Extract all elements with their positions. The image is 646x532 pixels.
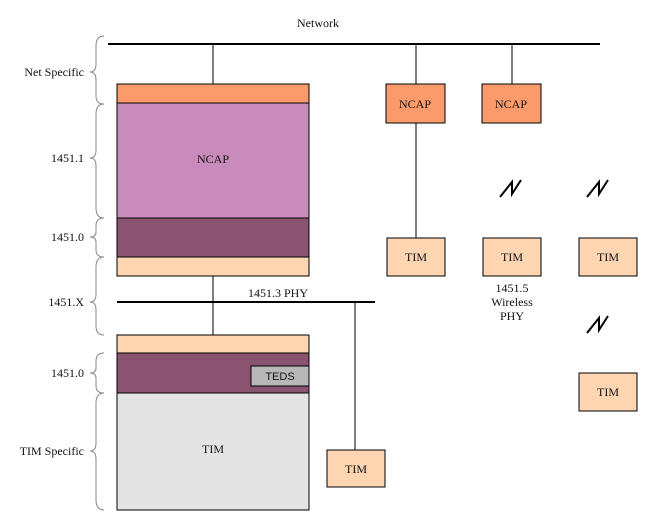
layer-label-1451-1: 1451.1 [51,151,84,165]
brace-1451-0-top [89,217,105,258]
wireless-bolt-icon [499,179,522,198]
teds-label: TEDS [265,371,294,383]
layer-label-1451-0-top: 1451.0 [51,230,84,244]
wireless-bolt-icon [586,315,609,334]
ncap-phy-interface-layer [116,256,310,277]
tim-specific-layer [116,392,310,511]
tim-stack-label: TIM [202,442,224,456]
standalone-tim-1 [578,237,638,277]
teds-box [250,365,310,387]
ncap-node-2-tim [482,237,542,277]
wireless-label-line3: PHY [500,309,524,323]
ncap-stack-label: NCAP [197,152,229,166]
phy-bus-label: 1451.3 PHY [248,286,308,300]
standalone-tim-1-label: TIM [597,250,619,264]
wireless-label-line1: 1451.5 [496,281,529,295]
ncap-node-1 [385,83,446,124]
brace-tim-specific [89,392,105,511]
ncap-node-2 [481,83,542,124]
bus-tim-label: TIM [345,462,367,476]
brace-1451-0-bottom [89,352,105,394]
standalone-tim-2-label: TIM [597,385,619,399]
wireless-bolt-icon [586,179,609,198]
ncap-node-2-tim-label: TIM [501,250,523,264]
ncap-node-2-label: NCAP [495,97,527,111]
brace-1451-x [89,256,105,336]
layer-label-net-specific: Net Specific [24,65,84,79]
tim-phy-interface-layer [116,334,310,354]
ncap-node-1-tim-label: TIM [405,250,427,264]
brace-1451-1 [89,103,105,219]
network-label: Network [297,16,339,30]
layer-label-1451-x: 1451.X [48,295,84,309]
ncap-1451-0-layer [116,217,310,258]
ncap-network-interface-layer [116,83,310,104]
ncap-1451-1-layer [116,102,310,219]
ncap-node-1-label: NCAP [399,97,431,111]
standalone-tim-2 [578,372,638,412]
brace-net-specific [89,35,105,105]
layer-label-tim-specific: TIM Specific [20,444,84,458]
bus-tim-box [326,449,386,488]
wireless-label-line2: Wireless [491,295,533,309]
layer-label-1451-0-bottom: 1451.0 [51,366,84,380]
ncap-node-1-tim [386,237,446,277]
